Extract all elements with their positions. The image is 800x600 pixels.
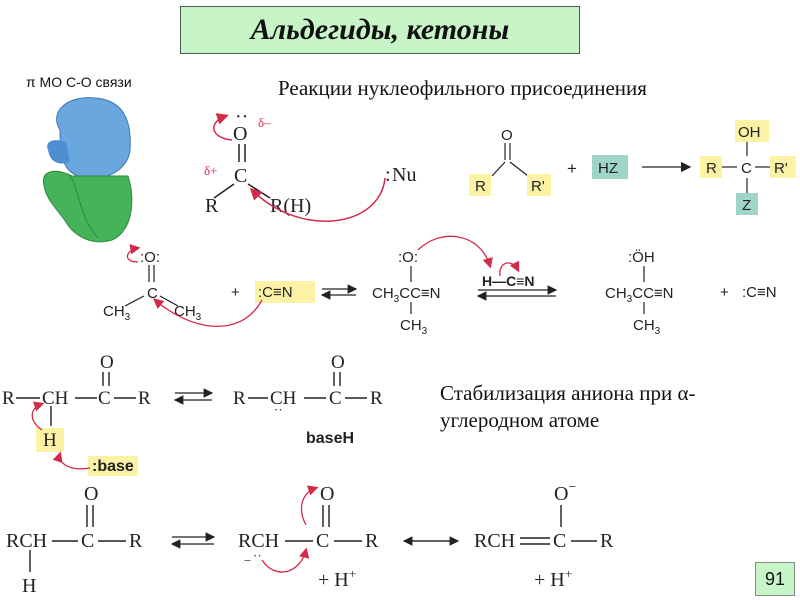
acetone-ch3-right: CH3 <box>174 303 202 323</box>
scheme2-plus: + <box>567 159 577 178</box>
pi-orbital-icon <box>42 97 133 243</box>
cyanohydrin-chain: CH3CC≡N <box>605 285 674 305</box>
stabilization-note-line2: углеродном атоме <box>440 408 600 432</box>
r-group: R <box>205 195 219 217</box>
mo-label: π MO C-O связи <box>26 74 132 90</box>
alkoxide-oxygen: :O: <box>398 249 418 266</box>
delta-plus-label: δ+ <box>204 163 217 178</box>
s4-baseh: baseH <box>306 430 354 447</box>
s5-r: R <box>129 530 143 552</box>
s4-ch: CH <box>42 388 69 409</box>
oxygen-lone-pair: ·· <box>235 106 248 128</box>
delta-minus-label: δ– <box>258 115 271 130</box>
s5-plus-h-2: + H+ <box>534 566 572 591</box>
scheme-enolate-resonance: RCH C O R H RCH ·· − C O R + H+ RCH C O−… <box>6 480 614 597</box>
s4-product-o: O <box>331 352 345 373</box>
scheme2-product-r: R <box>706 160 717 177</box>
s5-rch: RCH <box>6 530 47 552</box>
s5-enolate-o: O− <box>554 480 576 505</box>
cyanide-regenerated: :C≡N <box>742 284 777 301</box>
carbonyl-carbon: C <box>234 165 247 187</box>
acetone-ch3-left: CH3 <box>103 303 131 323</box>
s5-c: C <box>81 530 94 552</box>
s5-enolate-c: C <box>553 530 566 552</box>
scheme-nucleophilic-attack: ·· O δ– δ+ C R R(H) : Nu <box>204 106 416 222</box>
s4-product-lone-pair: ·· <box>274 402 283 417</box>
s5-anion-c: C <box>316 530 329 552</box>
s5-anion-minus: − <box>244 553 251 568</box>
s5-enolate-r: R <box>600 530 614 552</box>
section-heading: Реакции нуклеофильного присоединения <box>278 76 647 100</box>
scheme2-hz: HZ <box>598 160 618 177</box>
scheme-enolate-base: R CH C O R H :base R CH ·· C O R baseH <box>2 352 383 476</box>
s4-r-left: R <box>2 388 15 409</box>
s5-h: H <box>22 575 36 597</box>
scheme2-oh: OH <box>738 124 761 141</box>
nucleophile: Nu <box>392 164 416 186</box>
s4-product-r-right: R <box>370 388 383 409</box>
scheme-hz-addition: O R R' + HZ OH R C R' Z <box>469 120 796 215</box>
s4-product-r-left: R <box>233 388 246 409</box>
page-title: Альдегиды, кетоны <box>250 13 510 46</box>
stabilization-note-line1: Стабилизация аниона при α- <box>440 381 696 405</box>
acetone-carbon: C <box>147 285 158 302</box>
r-or-h-group: R(H) <box>270 195 311 217</box>
s4-o: O <box>100 352 114 373</box>
scheme2-z: Z <box>742 197 751 214</box>
page-number: 91 <box>755 562 795 596</box>
scheme2-r-prime: R' <box>531 178 545 195</box>
s4-product-c: C <box>329 388 342 409</box>
acetone-oxygen: :O: <box>140 249 160 266</box>
title-banner: Альдегиды, кетоны <box>180 6 580 54</box>
s5-anion-r: R <box>365 530 379 552</box>
scheme3-plus-2: + <box>720 284 729 301</box>
cyanohydrin-ch3-bottom: CH3 <box>633 317 661 337</box>
s5-anion-lone-pair: ·· <box>253 548 262 563</box>
stabilization-note: Стабилизация аниона при α- углеродном ат… <box>440 380 695 434</box>
hcn-reagent: H—C≡N <box>482 273 535 289</box>
scheme2-product-r-prime: R' <box>774 160 788 177</box>
scheme2-product-c: C <box>741 160 752 177</box>
nucleophile-lone-pair: : <box>385 164 391 186</box>
s4-c: C <box>98 388 111 409</box>
s4-r-right: R <box>138 388 151 409</box>
cyanohydrin-oh: :ÖH <box>628 248 655 266</box>
carbonyl-oxygen: O <box>233 123 247 145</box>
s5-plus-h-1: + H+ <box>318 566 356 591</box>
scheme2-oxygen: O <box>501 127 513 144</box>
cyanide-ion: :C≡N <box>258 284 293 301</box>
scheme3-plus-1: + <box>231 284 240 301</box>
s5-enolate-rch: RCH <box>474 530 515 552</box>
scheme-cyanohydrin: :O: C CH3 CH3 + :C≡N :O: CH3CC≡N CH3 H—C… <box>103 235 777 337</box>
scheme2-r: R <box>475 178 486 195</box>
s5-anion-o: O <box>320 483 334 505</box>
alkoxide-chain: CH3CC≡N <box>372 285 441 305</box>
s4-product-ch: CH <box>270 388 297 409</box>
s5-anion-rch: RCH <box>238 530 279 552</box>
s4-h: H <box>43 430 57 451</box>
s4-base: :base <box>92 458 134 475</box>
alkoxide-ch3-bottom: CH3 <box>400 317 428 337</box>
s5-o: O <box>84 483 98 505</box>
